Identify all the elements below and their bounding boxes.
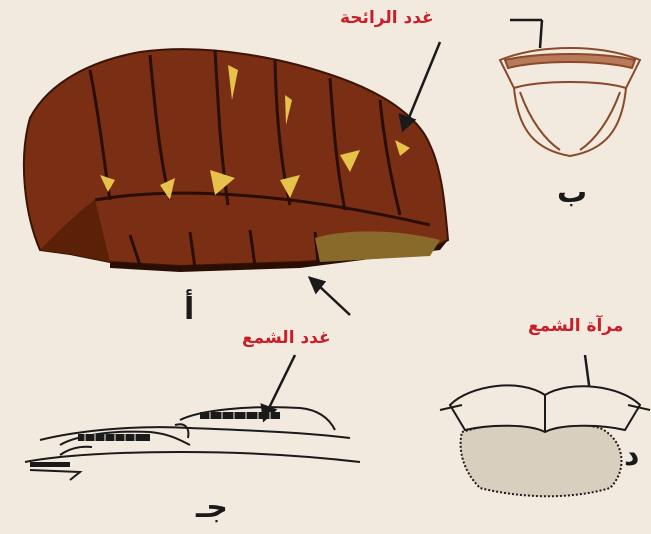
wax-plate-1: [78, 434, 150, 441]
figure-letter-c: جـ: [196, 490, 228, 525]
figure-letter-b: ب: [557, 175, 587, 210]
figure-letter-d: د: [624, 438, 639, 473]
tergite-figure: [500, 48, 640, 156]
wax-plate-3: [30, 462, 70, 467]
abdomen-figure: [24, 49, 448, 272]
scent-arrow: [408, 42, 440, 120]
label-scent-glands: غدد الرائحة: [340, 8, 434, 28]
scent-leader-b2: [540, 20, 542, 48]
figure-letter-a: أ: [184, 292, 194, 327]
label-wax-glands: غدد الشمع: [242, 328, 331, 348]
wax-mirror-figure: [440, 385, 650, 496]
sternite-stippled: [461, 422, 622, 497]
tergite-band: [505, 54, 635, 68]
wax-plate-2: [200, 412, 280, 419]
wax-arrow-c: [268, 355, 295, 410]
wax-plates: [30, 412, 280, 467]
wax-gland-section: [25, 407, 360, 480]
tergite-inner: [514, 82, 626, 88]
label-wax-mirror: مرآة الشمع: [528, 316, 623, 336]
wax-arrow-a: [318, 285, 350, 315]
